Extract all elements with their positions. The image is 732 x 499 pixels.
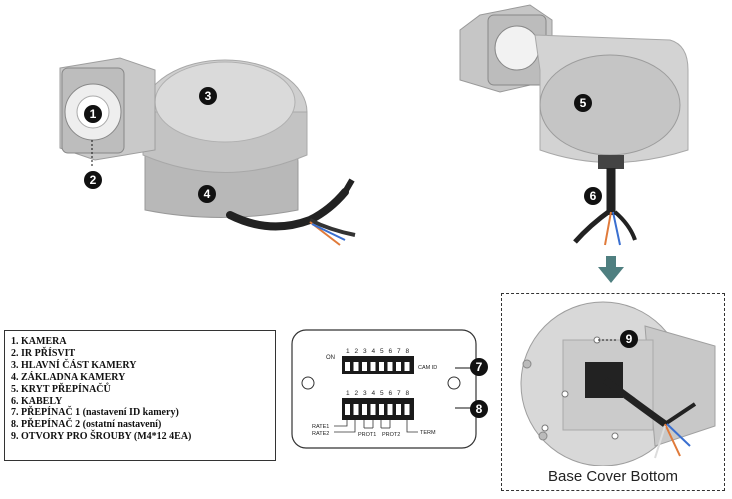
legend-item-switch-2: 8. PŘEPÍNAČ 2 (ostatní nastavení) <box>11 419 162 431</box>
switch1-number: 1 <box>346 348 350 355</box>
legend-item-main-body: 3. HLAVNÍ ČÁST KAMERY <box>11 359 137 371</box>
callout-8: 8 <box>470 400 488 418</box>
legend-item-cables: 6. KABELY <box>11 395 63 407</box>
callout-3: 3 <box>199 87 217 105</box>
switch1-number: 7 <box>397 348 401 355</box>
cam-id-label: CAM ID <box>418 365 437 371</box>
camera-bottom-illustration <box>459 4 689 246</box>
dip-switch-1 <box>342 356 414 374</box>
cable-bundle-shape <box>226 188 349 231</box>
prot2-label: PROT2 <box>382 432 400 438</box>
switch1-number: 5 <box>380 348 384 355</box>
switch2-number: 3 <box>363 390 367 397</box>
legend-item-screw-holes: 9. OTVORY PRO ŠROUBY (M4*12 4EA) <box>11 431 192 443</box>
switch1-numbers: 1 2 3 4 5 6 7 8 <box>346 348 410 355</box>
switch2-number: 1 <box>346 390 350 397</box>
switch2-number: 4 <box>372 390 376 397</box>
callout-5: 5 <box>574 94 592 112</box>
base-cover-illustration <box>520 301 716 466</box>
callout-6: 6 <box>584 187 602 205</box>
callout-4: 4 <box>198 185 216 203</box>
switch-on-label: ON <box>326 355 335 361</box>
switch2-number: 2 <box>355 390 359 397</box>
switch2-numbers: 1 2 3 4 5 6 7 8 <box>346 390 410 397</box>
switch1-number: 2 <box>355 348 359 355</box>
base-cover-caption: Base Cover Bottom <box>547 468 679 485</box>
prot1-label: PROT1 <box>358 432 376 438</box>
switch2-number: 8 <box>406 390 410 397</box>
dip-switch-2 <box>342 398 414 420</box>
rate2-label: RATE2 <box>312 431 329 437</box>
term-label: TERM <box>420 430 436 436</box>
rate1-label: RATE1 <box>312 424 329 430</box>
switch1-number: 4 <box>372 348 376 355</box>
legend-item-switch-cover: 5. KRYT PŘEPÍNAČŮ <box>11 383 111 395</box>
panel-screw-hole-right <box>447 376 461 390</box>
switch1-number: 6 <box>389 348 393 355</box>
switch2-number: 6 <box>389 390 393 397</box>
switch2-number: 7 <box>397 390 401 397</box>
camera-front-illustration <box>59 57 356 246</box>
dip-switch-panel: ON 1 2 3 4 5 6 7 8 CAM ID 1 2 3 4 5 6 7 … <box>291 329 477 449</box>
legend-item-switch-1: 7. PŘEPÍNAČ 1 (nastavení ID kamery) <box>11 407 179 419</box>
callout-9: 9 <box>620 330 638 348</box>
legend-list: 1. KAMERA 2. IR PŘÍSVIT 3. HLAVNÍ ČÁST K… <box>11 336 269 443</box>
switch-cover-shape <box>539 54 681 156</box>
switch1-number: 8 <box>406 348 410 355</box>
down-arrow-icon <box>598 256 624 283</box>
legend-box: 1. KAMERA 2. IR PŘÍSVIT 3. HLAVNÍ ČÁST K… <box>4 330 276 461</box>
callout-1: 1 <box>84 105 102 123</box>
panel-screw-hole-left <box>301 376 315 390</box>
legend-item-camera-base: 4. ZÁKLADNA KAMERY <box>11 371 126 383</box>
callout-2: 2 <box>84 171 102 189</box>
switch1-number: 3 <box>363 348 367 355</box>
switch2-number: 5 <box>380 390 384 397</box>
base-cover-frame <box>501 293 725 491</box>
legend-item-camera: 1. KAMERA <box>11 336 67 347</box>
callout-7: 7 <box>470 358 488 376</box>
legend-item-ir-illuminator: 2. IR PŘÍSVIT <box>11 347 76 359</box>
